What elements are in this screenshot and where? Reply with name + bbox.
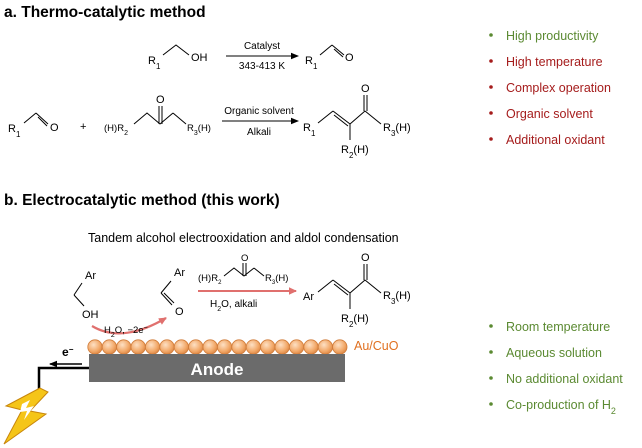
- svg-text:R2(H): R2(H): [341, 144, 369, 160]
- svg-text:R3(H): R3(H): [383, 290, 411, 306]
- svg-text:Ar: Ar: [174, 267, 185, 279]
- svg-text:OH: OH: [82, 309, 99, 321]
- reaction2-ketone: (H)R2 O R3(H): [104, 94, 211, 137]
- catalyst-particle: [159, 339, 175, 355]
- catalyst-particle: [332, 339, 348, 355]
- catalyst-particle: [217, 339, 233, 355]
- svg-text:O: O: [361, 83, 370, 95]
- catalyst-particle: [101, 339, 118, 355]
- svg-text:R2(H): R2(H): [341, 313, 369, 329]
- feature-room-temperature: Room temperature: [506, 320, 610, 334]
- reaction2-plus: +: [80, 121, 86, 133]
- oxidation-label: H2O, −2e−: [104, 325, 148, 339]
- electron-label: e−: [62, 345, 74, 360]
- catalyst-particle: [231, 339, 247, 355]
- au-cuo-particles: [87, 339, 348, 355]
- feature-bullet: [489, 402, 493, 406]
- svg-text:Ar: Ar: [303, 291, 314, 303]
- feature-bullet: [489, 350, 493, 354]
- svg-text:R1: R1: [8, 123, 21, 139]
- svg-text:R1: R1: [303, 122, 316, 138]
- svg-text:R3(H): R3(H): [383, 122, 411, 138]
- svg-text:O: O: [50, 122, 59, 134]
- reaction2-solvent: Organic solvent: [224, 106, 294, 117]
- reaction2-base: Alkali: [247, 127, 271, 138]
- svg-text:(H)R2: (H)R2: [198, 273, 222, 286]
- feature-bullet: [489, 137, 493, 141]
- svg-text:O: O: [345, 52, 354, 64]
- feature-complex-operation: Complex operation: [506, 81, 611, 95]
- svg-text:R1: R1: [148, 55, 161, 71]
- svg-text:R3(H): R3(H): [187, 123, 211, 137]
- anode-label: Anode: [191, 360, 244, 379]
- feature-co-production-h2: Co-production of H2: [506, 398, 616, 416]
- feature-bullet: [489, 111, 493, 115]
- section-a-title: a. Thermo-catalytic method: [4, 4, 206, 21]
- feature-bullet: [489, 376, 493, 380]
- svg-text:O: O: [241, 253, 248, 264]
- catalyst-particle: [260, 339, 276, 355]
- electro-aldehyde: Ar O: [160, 267, 185, 318]
- catalyst-particle: [317, 339, 333, 355]
- reaction2-aldehyde: R1 O: [8, 112, 59, 139]
- catalyst-particle: [116, 339, 132, 355]
- feature-bullet: [489, 324, 493, 328]
- section-b-features: Room temperature Aqueous solution No add…: [489, 320, 623, 416]
- catalyst-particle: [202, 339, 218, 355]
- electro-ketone: (H)R2 O R3(H): [198, 253, 288, 286]
- catalyst-particle: [188, 339, 204, 355]
- feature-bullet: [489, 59, 493, 63]
- catalyst-particle: [303, 339, 319, 355]
- catalyst-label: Au/CuO: [354, 339, 399, 353]
- svg-text:O: O: [156, 94, 165, 106]
- svg-text:R1: R1: [305, 55, 318, 71]
- catalyst-particle: [274, 339, 290, 355]
- condensation-label: H2O, alkali: [210, 299, 257, 313]
- reaction1-catalyst: Catalyst: [244, 41, 280, 52]
- catalyst-particle: [130, 339, 146, 355]
- feature-additional-oxidant: Additional oxidant: [506, 133, 605, 147]
- feature-no-additional-oxidant: No additional oxidant: [506, 372, 623, 386]
- svg-text:Ar: Ar: [85, 270, 96, 282]
- catalyst-particle: [145, 339, 161, 355]
- anode-electrode: [89, 354, 345, 382]
- oxidation-arrow: [91, 317, 167, 335]
- section-b-title: b. Electrocatalytic method (this work): [4, 192, 280, 209]
- catalyst-particle: [87, 339, 103, 355]
- svg-text:OH: OH: [191, 52, 208, 64]
- reaction1-alcohol: R1 OH: [148, 44, 208, 71]
- feature-bullet: [489, 85, 493, 89]
- feature-bullet: [489, 33, 493, 37]
- lightning-bolt-icon: [3, 387, 49, 445]
- catalyst-particle: [173, 339, 189, 355]
- feature-aqueous-solution: Aqueous solution: [506, 346, 602, 360]
- reaction2-product: R1 O R3(H) R2(H): [303, 83, 411, 160]
- feature-high-productivity: High productivity: [506, 29, 599, 43]
- electro-alcohol: Ar OH: [73, 270, 99, 321]
- reaction1-aldehyde: R1 O: [305, 44, 354, 71]
- feature-organic-solvent: Organic solvent: [506, 107, 593, 121]
- section-b-subtitle: Tandem alcohol electrooxidation and aldo…: [88, 231, 399, 245]
- reaction1-temperature: 343-413 K: [239, 61, 285, 72]
- catalyst-particle: [288, 339, 305, 355]
- feature-high-temperature: High temperature: [506, 55, 603, 69]
- svg-text:R3(H): R3(H): [265, 273, 288, 286]
- section-a-features: High productivity High temperature Compl…: [489, 29, 611, 147]
- svg-text:O: O: [175, 306, 184, 318]
- catalyst-particle: [245, 339, 261, 355]
- svg-text:(H)R2: (H)R2: [104, 123, 128, 137]
- svg-text:O: O: [361, 252, 370, 264]
- electro-product: Ar O R3(H) R2(H): [303, 252, 411, 329]
